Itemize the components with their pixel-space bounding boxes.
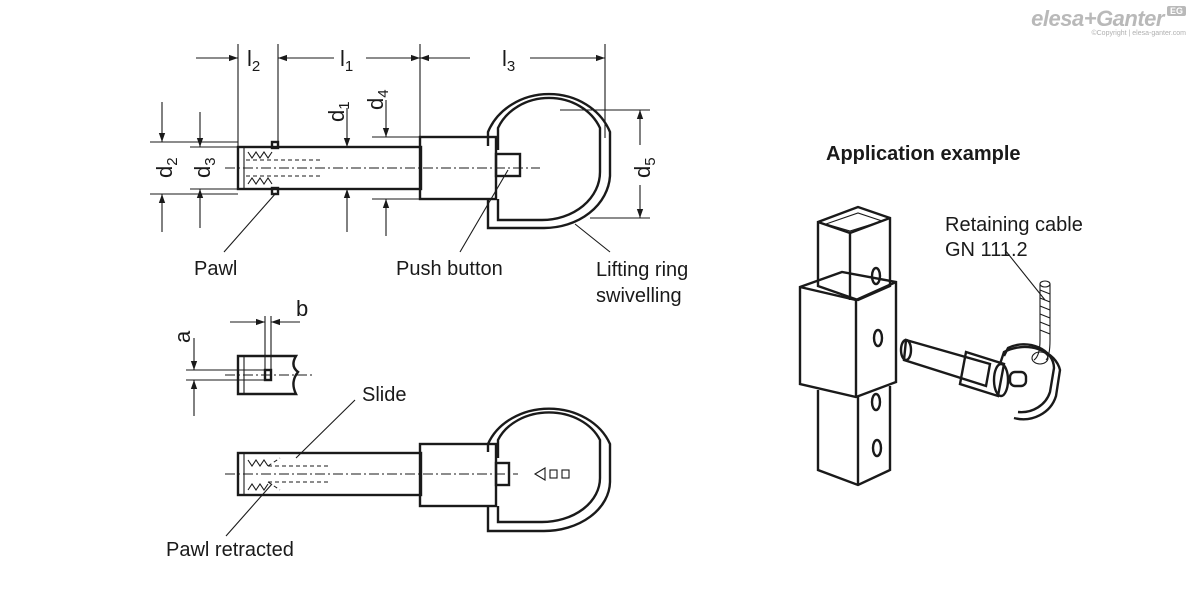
label-push-button: Push button (396, 258, 503, 280)
label-retaining-cable-line1: Retaining cable (945, 214, 1083, 236)
brand-copyright: ©Copyright | elesa-ganter.com (1091, 30, 1186, 37)
label-slide: Slide (362, 384, 406, 406)
retracted-pin-view: Slide Pawl retracted (166, 384, 612, 561)
brand-wordmark: elesa+Ganter (1031, 6, 1164, 31)
dim-d1-d4: d1 d4 (324, 89, 420, 236)
dim-d5-label: d5 (630, 157, 659, 178)
dim-a-label: a (170, 330, 195, 343)
dim-d2-d3: d2 d3 (150, 102, 238, 232)
dim-d1-label: d1 (324, 101, 353, 122)
main-pin-view: l2 l1 l3 d1 d4 d2 d3 (150, 42, 688, 307)
detail-a-b: a b (170, 296, 312, 416)
label-pawl-retracted: Pawl retracted (166, 539, 294, 561)
dim-d2-label: d2 (152, 157, 181, 178)
application-example-illustration: Retaining cable GN 111.2 (798, 205, 1083, 487)
label-retaining-cable-line2: GN 111.2 (945, 239, 1028, 261)
application-example-title: Application example (826, 143, 1021, 165)
dim-d3-label: d3 (190, 157, 219, 178)
lifting-ring (496, 96, 602, 222)
dim-l3-label: l3 (502, 46, 515, 75)
label-pawl: Pawl (194, 258, 237, 280)
slide-direction-icon (533, 467, 570, 481)
dim-d4-label: d4 (363, 89, 392, 110)
label-lifting-ring-line1: Lifting ring (596, 259, 688, 281)
dim-d5: d5 (560, 109, 659, 219)
dim-b-label: b (296, 296, 308, 321)
dim-l2-label: l2 (247, 46, 260, 75)
label-lifting-ring-line2: swivelling (596, 285, 682, 307)
dim-l-chain: l2 l1 l3 (196, 42, 606, 147)
dim-l1-label: l1 (340, 46, 353, 75)
brand-mark-icon: EG (1166, 6, 1186, 16)
